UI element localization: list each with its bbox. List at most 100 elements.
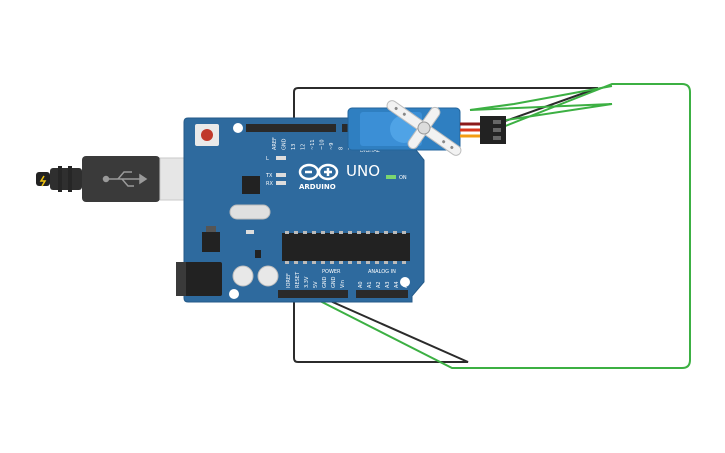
crystal-oscillator xyxy=(229,204,271,220)
chip-pin xyxy=(321,231,325,234)
analog-header-label: ANALOG IN xyxy=(368,269,396,275)
usb-controller-chip xyxy=(242,176,260,194)
pin-label: GND xyxy=(331,276,337,288)
chip-pin xyxy=(393,261,397,264)
mounting-hole xyxy=(229,289,239,299)
pin-label: A1 xyxy=(367,281,373,288)
pin-label: IOREF xyxy=(286,273,292,288)
power-header-label: POWER xyxy=(322,269,341,275)
chip-pin xyxy=(294,261,298,264)
connector-pin xyxy=(493,120,501,124)
status-led-label: RX xyxy=(266,181,273,187)
pin-label: 13 xyxy=(291,144,297,150)
chip-pin xyxy=(375,231,379,234)
pin-label: 8 xyxy=(339,147,345,150)
connector-pin xyxy=(493,136,501,140)
chip-pin xyxy=(375,261,379,264)
chip-pin xyxy=(303,231,307,234)
pin-label: GND xyxy=(282,138,288,150)
chip-pin xyxy=(330,261,334,264)
mounting-hole xyxy=(233,123,243,133)
board-model-text: UNO xyxy=(346,162,380,180)
capacitor xyxy=(232,265,254,287)
capacitor xyxy=(257,265,279,287)
mounting-hole xyxy=(400,277,410,287)
regulator-tab xyxy=(206,226,216,232)
pin-label: ~9 xyxy=(329,143,335,150)
usb-cable-neck-ribs-2 xyxy=(68,166,72,192)
reset-button[interactable] xyxy=(201,129,213,141)
usb-symbol-icon xyxy=(102,171,148,187)
chip-pin xyxy=(402,231,406,234)
digital-header xyxy=(246,124,362,132)
power-led-label: ON xyxy=(399,175,407,181)
chip-pin xyxy=(348,261,352,264)
chip-pin xyxy=(339,231,343,234)
chip-pin xyxy=(366,231,370,234)
status-led xyxy=(276,181,286,185)
pin-label: AREF xyxy=(272,137,278,150)
pin-label: A3 xyxy=(385,281,391,288)
green-wire-servo-signal[interactable] xyxy=(317,83,691,369)
usb-cable-neck xyxy=(50,168,82,190)
status-led xyxy=(276,156,286,160)
smd-component xyxy=(246,230,254,234)
green-wire-servo-power[interactable] xyxy=(469,103,613,125)
chip-pin xyxy=(402,261,406,264)
usb-cable-neck-ribs xyxy=(58,166,62,192)
servo-motor[interactable] xyxy=(347,83,506,173)
analog-header xyxy=(356,290,408,298)
chip-pin xyxy=(303,261,307,264)
pin-label: GND xyxy=(322,276,328,288)
arduino-logo-icon xyxy=(298,163,339,181)
chip-pin xyxy=(321,261,325,264)
pin-label: Vin xyxy=(340,280,346,288)
chip-pin xyxy=(393,231,397,234)
status-led-label: L xyxy=(266,156,269,162)
chip-pins xyxy=(285,231,406,264)
power-jack-front xyxy=(176,262,186,296)
connector-pin xyxy=(493,128,501,132)
status-led xyxy=(276,173,286,177)
power-jack[interactable] xyxy=(176,262,222,296)
pin-label: RESET xyxy=(295,271,301,288)
power-led xyxy=(386,175,396,179)
green-wire-servo-link[interactable] xyxy=(469,85,613,111)
pin-label: A4 xyxy=(394,281,400,288)
chip-pin xyxy=(312,261,316,264)
chip-pin xyxy=(384,231,388,234)
status-leds: L TX RX xyxy=(265,156,286,187)
arduino-brand-text: ARDUINO xyxy=(299,183,336,191)
chip-pin xyxy=(294,231,298,234)
servo-horn-icon[interactable] xyxy=(374,83,474,173)
digital-header-label: DIGITAL xyxy=(360,148,380,154)
chip-pin xyxy=(357,261,361,264)
pin-label: A2 xyxy=(376,281,382,288)
pin-label: 5V xyxy=(313,281,319,288)
pin-label: 3.3V xyxy=(304,276,310,288)
chip-pin xyxy=(312,231,316,234)
chip-pin xyxy=(366,261,370,264)
atmega-chip xyxy=(282,233,410,261)
status-led-label: TX xyxy=(265,173,273,179)
pin-label: 12 xyxy=(301,144,307,150)
voltage-regulator xyxy=(202,232,220,252)
pin-label: ~11 xyxy=(310,139,316,150)
chip-pin xyxy=(285,261,289,264)
smd-component xyxy=(255,250,261,258)
chip-pin xyxy=(384,261,388,264)
chip-pin xyxy=(330,231,334,234)
power-header xyxy=(278,290,348,298)
chip-pin xyxy=(348,231,352,234)
chip-pin xyxy=(285,231,289,234)
usb-cable-tail-icon xyxy=(39,175,47,187)
chip-pin xyxy=(357,231,361,234)
chip-pin xyxy=(339,261,343,264)
pin-label: ~10 xyxy=(320,139,326,150)
pin-label: A5 xyxy=(403,281,409,288)
pin-label: A0 xyxy=(358,281,364,288)
